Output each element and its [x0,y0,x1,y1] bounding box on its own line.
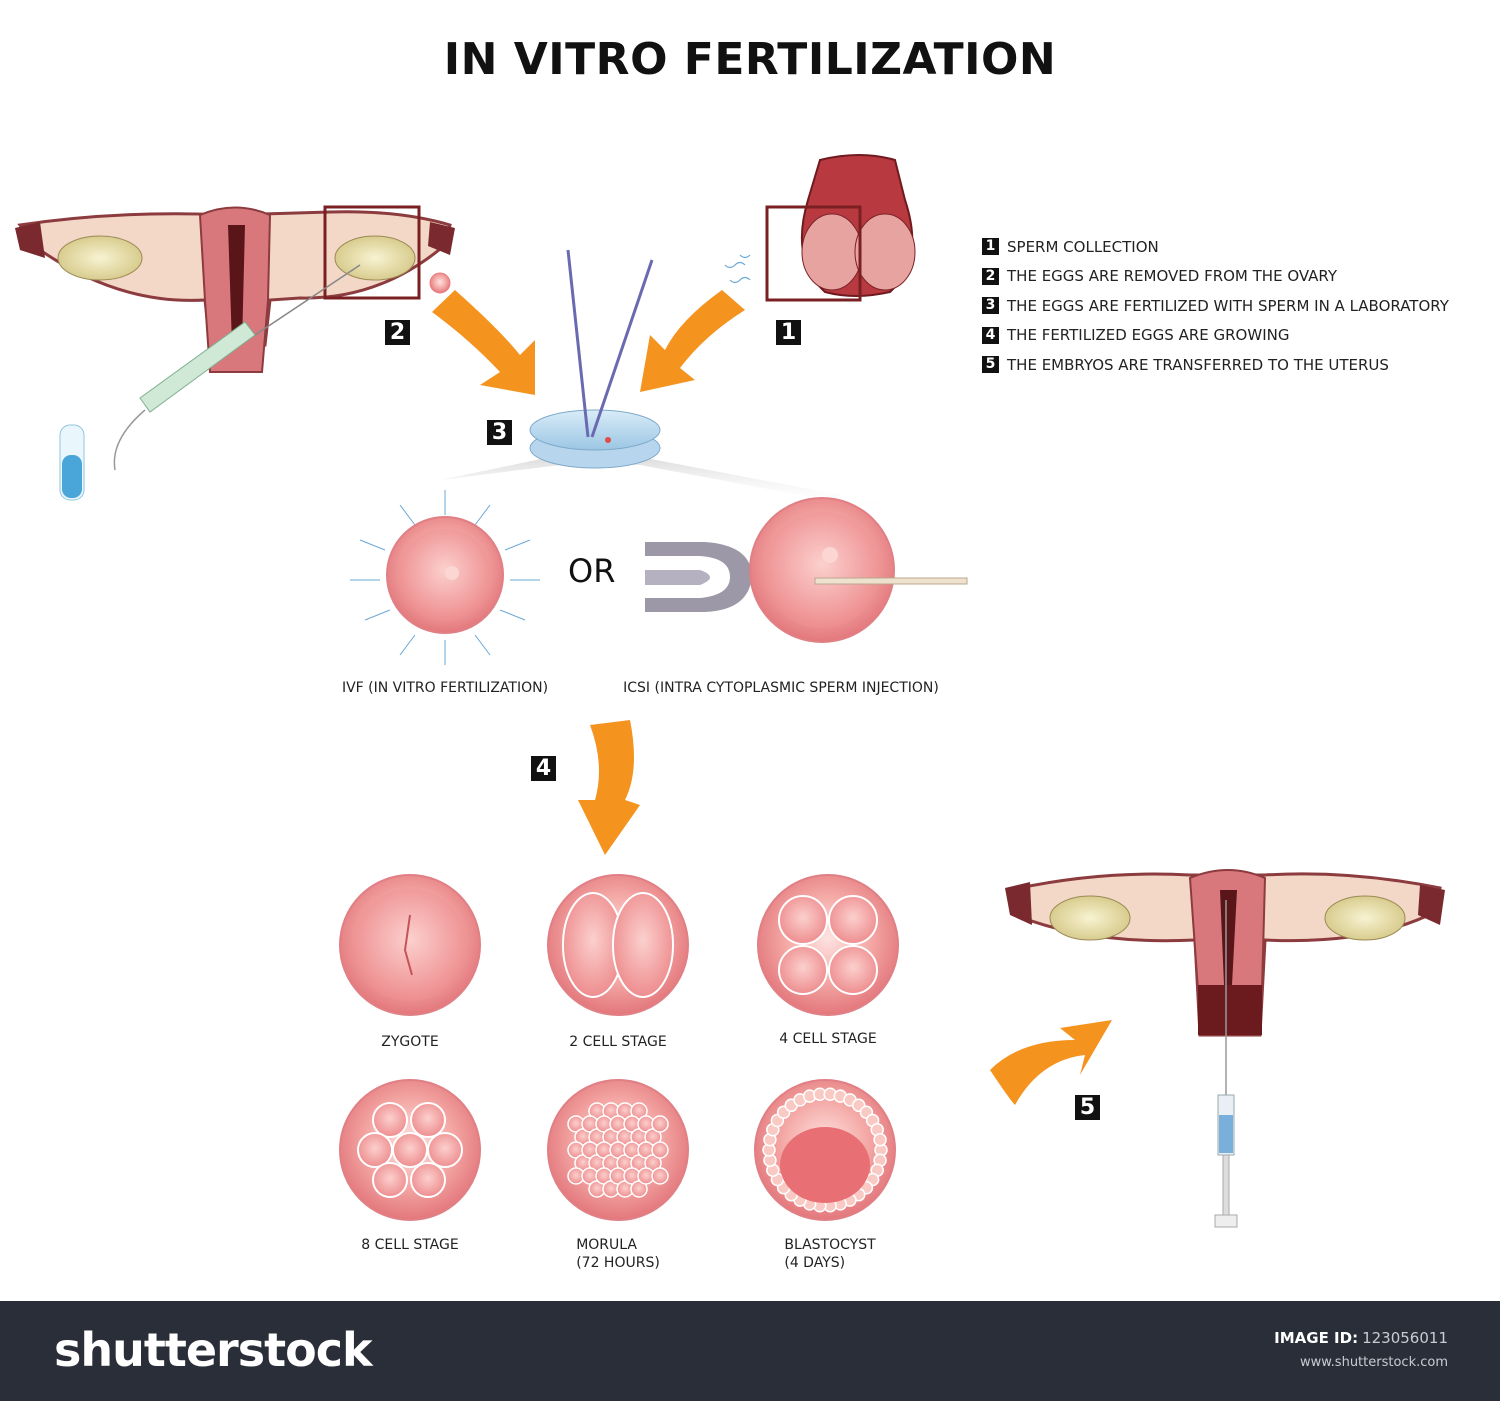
embryo-4-cell [757,874,899,1016]
icsi-label: ICSI (INTRA CYTOPLASMIC SPERM INJECTION) [623,680,939,696]
uterus-transfer-illustration [1005,869,1445,1228]
step-4-badge: 4 [531,756,556,781]
stage-name: MORULA [576,1237,637,1253]
image-id-value: 123056011 [1362,1329,1448,1347]
stage-label: 8 CELL STAGE [361,1236,458,1254]
legend: 1 SPERM COLLECTION 2 THE EGGS ARE REMOVED … [982,232,1449,380]
legend-text: THE EGGS ARE FERTILIZED WITH SPERM IN A … [1007,296,1449,315]
legend-text: THE FERTILIZED EGGS ARE GROWING [1007,326,1290,345]
cell [651,1115,669,1133]
image-id-label: IMAGE ID: [1274,1329,1359,1347]
sperm-icon [724,254,751,284]
embryo-zygote [339,874,481,1016]
stage-name: ZYGOTE [381,1034,439,1050]
stage-name: 4 CELL STAGE [779,1031,877,1047]
embryo-8-cell [339,1079,481,1221]
stage-label: 2 CELL STAGE [569,1033,666,1051]
step-number-badge: 5 [982,356,999,374]
stage-duration: (4 DAYS) [784,1255,846,1271]
legend-item: 5 THE EMBRYOS ARE TRANSFERRED TO THE UTER… [982,350,1449,380]
stage-label: ZYGOTE [381,1033,438,1051]
embryo-2-cell [547,874,689,1016]
legend-item: 4 THE FERTILIZED EGGS ARE GROWING [982,321,1449,351]
uterus-ovary-illustration [15,205,455,501]
legend-item: 1 SPERM COLLECTION [982,232,1449,262]
stage-label: BLASTOCYST (4 DAYS) [784,1236,875,1272]
legend-item: 3 THE EGGS ARE FERTILIZED WITH SPERM IN A… [982,291,1449,321]
stage-name: BLASTOCYST [784,1237,876,1253]
step-number-badge: 2 [982,267,999,285]
icsi-illustration [645,497,968,643]
legend-text: SPERM COLLECTION [1007,237,1159,256]
step-1-badge: 1 [776,320,801,345]
ivf-egg-illustration [350,490,540,665]
or-label: OR [568,552,616,590]
legend-text: THE EGGS ARE REMOVED FROM THE OVARY [1007,267,1338,286]
stage-label: 4 CELL STAGE [779,1030,876,1048]
ivf-label: IVF (IN VITRO FERTILIZATION) [341,680,549,696]
page-title: IN VITRO FERTILIZATION [443,34,1057,85]
stage-name: 8 CELL STAGE [361,1237,459,1253]
stage-name: 2 CELL STAGE [569,1034,667,1050]
site-url: www.shutterstock.com [1299,1355,1448,1370]
testis-illustration [724,154,916,302]
step-number-badge: 3 [982,297,999,315]
step-number-badge: 1 [982,238,999,256]
image-id: IMAGE ID:123056011 [1274,1329,1448,1347]
step-2-badge: 2 [385,320,410,345]
step-number-badge: 4 [982,326,999,344]
footer-bar: shutterstock IMAGE ID:123056011 www.shut… [0,1301,1500,1401]
stage-duration: (72 HOURS) [576,1255,660,1271]
step-5-badge: 5 [1075,1095,1100,1120]
cell [651,1141,669,1159]
legend-text: THE EMBRYOS ARE TRANSFERRED TO THE UTERU… [1007,355,1389,374]
embryo-morula [547,1079,689,1221]
step-3-badge: 3 [487,420,512,445]
ivf-illustration [15,154,1445,1228]
embryo-blastocyst [754,1079,896,1221]
arrow-icon [432,290,1112,1105]
legend-item: 2 THE EGGS ARE REMOVED FROM THE OVARY [982,262,1449,292]
shutterstock-logo: shutterstock [54,1323,373,1377]
petri-dish-illustration [440,249,920,510]
cell [873,1132,887,1147]
cell [651,1167,669,1185]
stage-label: MORULA (72 HOURS) [576,1236,660,1272]
